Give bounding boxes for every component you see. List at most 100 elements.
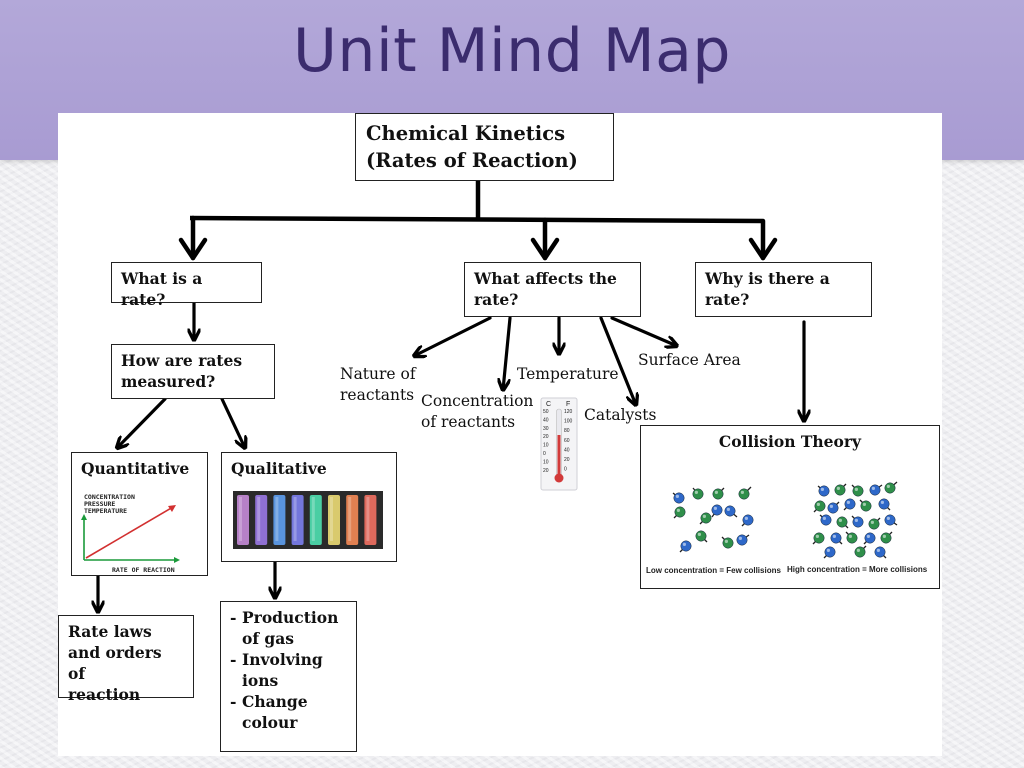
graph-ylabel-pressure: PRESSURE bbox=[84, 500, 115, 508]
root-bar bbox=[189, 215, 764, 224]
how-measured-node: How are rates measured? bbox=[111, 344, 275, 399]
root-node: Chemical Kinetics (Rates of Reaction) bbox=[355, 113, 614, 181]
svg-text:C: C bbox=[546, 401, 551, 408]
particle bbox=[884, 482, 896, 494]
why-rate-line1: Why is there a bbox=[705, 269, 830, 288]
graph-ylabel-concentration: CONCENTRATION bbox=[84, 493, 135, 501]
test-tube bbox=[328, 495, 340, 545]
how-measured-line1: How are rates bbox=[121, 351, 243, 370]
particle bbox=[884, 514, 896, 526]
rate-laws-line2: and orders of bbox=[68, 643, 162, 683]
rate-laws-line1: Rate laws bbox=[68, 622, 152, 641]
arrow-to-catalysts bbox=[599, 316, 636, 405]
particle bbox=[827, 502, 839, 514]
factor-catalysts: Catalysts bbox=[584, 406, 657, 424]
test-tube bbox=[291, 495, 304, 545]
thermo-c-tick: 20 bbox=[543, 468, 549, 474]
factor-surface-area: Surface Area bbox=[638, 351, 741, 369]
root-line2: (Rates of Reaction) bbox=[366, 149, 578, 172]
thermo-c-tick: 10 bbox=[543, 443, 549, 449]
arrow-to-quantitative bbox=[117, 397, 167, 448]
particle bbox=[869, 484, 881, 496]
particle bbox=[844, 498, 856, 510]
qualitative-title: Qualitative bbox=[231, 459, 327, 478]
test-tube bbox=[255, 495, 268, 545]
arrow-to-concentration bbox=[503, 316, 512, 390]
thermo-c-tick: 10 bbox=[543, 459, 549, 465]
rate-laws-line3: reaction bbox=[68, 685, 141, 704]
thermo-c-tick: 30 bbox=[543, 426, 549, 432]
particle bbox=[680, 540, 692, 552]
thermo-c-tick: 0 bbox=[543, 451, 546, 457]
arrow-to-surface-area bbox=[610, 316, 677, 346]
particle bbox=[854, 546, 866, 558]
particle bbox=[820, 514, 832, 526]
particle bbox=[692, 488, 704, 500]
graph-trend-line bbox=[85, 506, 174, 559]
particle bbox=[818, 485, 830, 497]
graph-xlabel: RATE OF REACTION bbox=[112, 566, 175, 574]
high-concentration-caption: High concentration = More collisions bbox=[787, 565, 928, 574]
particle bbox=[742, 514, 754, 526]
thermo-f-tick: 40 bbox=[564, 447, 570, 453]
particle bbox=[878, 498, 890, 510]
collision-particles-image: Low concentration = Few collisions High … bbox=[646, 481, 928, 575]
factor-nature: Nature of reactants bbox=[340, 365, 416, 404]
how-measured-line2: measured? bbox=[121, 372, 216, 391]
arrow-to-qualitative bbox=[220, 397, 245, 448]
qualitative-node: Qualitative bbox=[221, 452, 397, 562]
particle bbox=[736, 534, 748, 546]
low-concentration-caption: Low concentration = Few collisions bbox=[646, 566, 781, 575]
what-affects-node: What affects the rate? bbox=[464, 262, 641, 317]
thermo-c-tick: 20 bbox=[543, 434, 549, 440]
root-line1: Chemical Kinetics bbox=[366, 122, 566, 145]
particle bbox=[711, 504, 723, 516]
collision-title: Collision Theory bbox=[718, 432, 862, 451]
thermo-c-tick: 50 bbox=[543, 409, 549, 415]
test-tube bbox=[273, 495, 286, 545]
thermo-f-tick: 20 bbox=[564, 457, 570, 463]
particle bbox=[834, 484, 846, 496]
particle bbox=[874, 546, 886, 558]
factor-concentration: Concentration of reactants bbox=[421, 392, 534, 431]
particle bbox=[846, 532, 858, 544]
why-rate-node: Why is there a rate? bbox=[695, 262, 872, 317]
test-tube bbox=[309, 495, 322, 545]
particle bbox=[830, 532, 842, 544]
arrow-to-what-is-rate bbox=[178, 215, 208, 261]
test-tube bbox=[237, 495, 249, 545]
collision-theory-node: Collision Theory Low concentration = Few… bbox=[640, 425, 940, 589]
quantitative-node: Quantitative CONCENTRATION PRESSURE TEMP… bbox=[71, 452, 208, 576]
test-tube bbox=[364, 495, 377, 545]
particle bbox=[860, 500, 872, 512]
particle bbox=[864, 532, 876, 544]
particle bbox=[868, 518, 880, 530]
rate-laws-node: Rate laws and orders of reaction bbox=[58, 615, 194, 704]
particle bbox=[814, 500, 826, 512]
what-is-rate-node: What is a rate? bbox=[111, 262, 262, 309]
thermo-f-tick: 60 bbox=[564, 438, 570, 444]
arrow-to-why bbox=[748, 218, 778, 261]
slide-title: Unit Mind Map bbox=[293, 16, 731, 86]
color-tubes-image bbox=[233, 491, 383, 549]
what-is-rate-label: What is a rate? bbox=[121, 269, 203, 309]
what-affects-line1: What affects the bbox=[474, 269, 617, 288]
thermo-f-tick: 80 bbox=[564, 428, 570, 434]
thermo-f-tick: 100 bbox=[564, 419, 573, 425]
particle bbox=[813, 532, 825, 544]
particle bbox=[852, 516, 864, 528]
arrow-to-nature bbox=[414, 316, 492, 356]
particle bbox=[712, 488, 724, 500]
thermo-c-tick: 40 bbox=[543, 417, 549, 423]
graph-ylabel-temperature: TEMPERATURE bbox=[84, 507, 127, 515]
particle bbox=[674, 506, 686, 518]
thermo-f-tick: 0 bbox=[564, 467, 567, 473]
particle bbox=[722, 537, 734, 549]
